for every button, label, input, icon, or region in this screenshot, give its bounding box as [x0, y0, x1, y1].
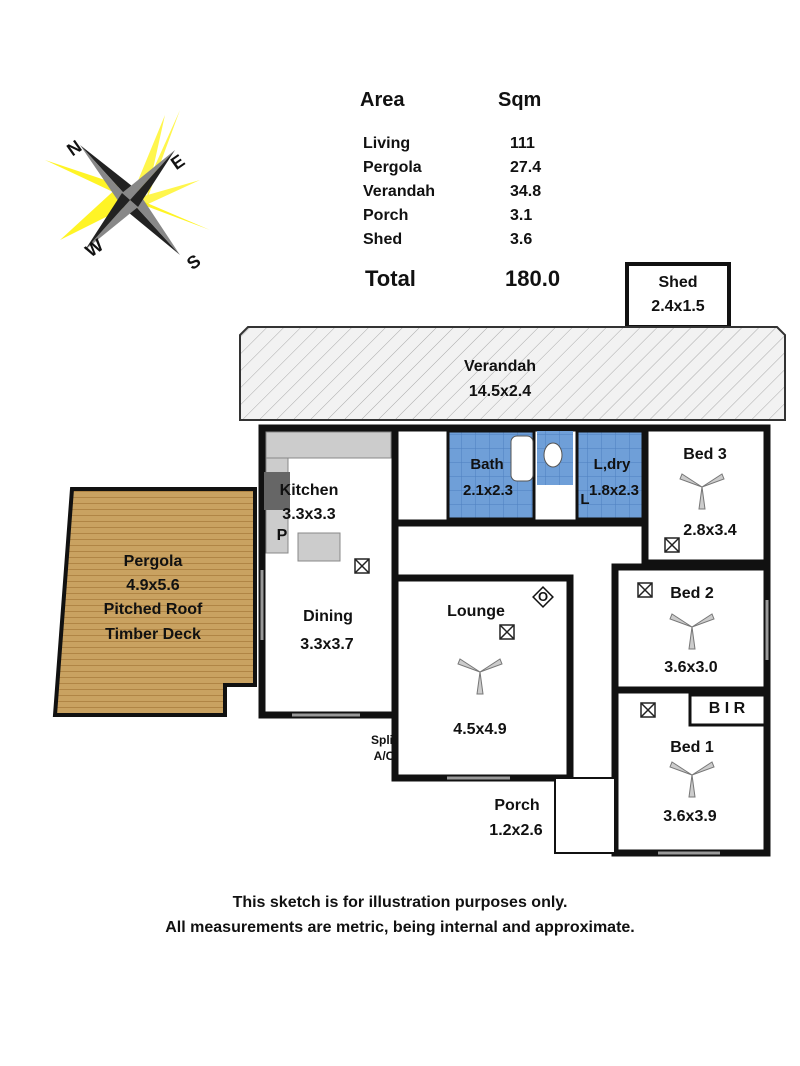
heater-label: O — [537, 589, 549, 604]
bed3-size: 2.8x3.4 — [683, 522, 737, 539]
pantry-label: P — [276, 527, 288, 544]
windows — [260, 570, 769, 855]
ceiling-fan-icon — [679, 473, 725, 510]
bir-label: B I R — [708, 700, 746, 717]
sqm-header: Sqm — [498, 89, 542, 111]
pergola-note: Pitched Roof — [103, 601, 203, 618]
kitchen-size: 3.3x3.3 — [282, 506, 336, 523]
dining-size: 3.3x3.7 — [300, 636, 354, 653]
verandah-area — [239, 326, 786, 421]
porch-name: Porch — [494, 797, 540, 814]
lounge-name: Lounge — [447, 603, 505, 620]
total-label: Total — [365, 266, 416, 291]
heater-icon — [532, 586, 554, 608]
disclaimer-line-1: This sketch is for illustration purposes… — [232, 894, 568, 911]
pergola-note: Timber Deck — [105, 626, 201, 643]
light-icon — [640, 702, 656, 718]
row-name: Shed — [363, 231, 403, 248]
bed2-name: Bed 2 — [670, 585, 714, 602]
row-name: Porch — [363, 207, 409, 224]
verandah-size: 14.5x2.4 — [468, 383, 532, 400]
bir-wardrobe — [688, 693, 767, 727]
shed-name: Shed — [658, 274, 698, 291]
kitchen-name: Kitchen — [279, 482, 339, 499]
bathtub-icon — [510, 435, 534, 482]
total-value: 180.0 — [505, 266, 561, 291]
ceiling-fan-icon — [669, 761, 715, 798]
row-sqm: 3.1 — [510, 207, 533, 224]
row-sqm: 111 — [510, 135, 535, 152]
row-sqm: 3.6 — [510, 231, 533, 248]
light-icon — [499, 624, 515, 640]
bed1-name: Bed 1 — [670, 739, 714, 756]
porch-size: 1.2x2.6 — [489, 822, 543, 839]
area-header: Area — [360, 89, 405, 111]
light-icon — [637, 582, 653, 598]
bed1-size: 3.6x3.9 — [663, 808, 717, 825]
ceiling-fan-icon — [669, 613, 715, 650]
laundry-size: 1.8x2.3 — [588, 482, 640, 499]
disclaimer-line-2: All measurements are metric, being inter… — [165, 919, 635, 936]
kitchen-island — [297, 532, 341, 562]
toilet-icon — [543, 442, 563, 468]
row-name: Living — [363, 135, 411, 152]
row-sqm: 34.8 — [510, 183, 542, 200]
pergola-deck — [52, 487, 257, 717]
kitchen-bench — [265, 431, 392, 459]
bath-name: Bath — [470, 456, 504, 473]
laundry-name: L,dry — [593, 456, 631, 473]
row-sqm: 27.4 — [510, 159, 542, 176]
light-icon — [664, 537, 680, 553]
light-icon — [354, 558, 370, 574]
lounge-size: 4.5x4.9 — [453, 721, 507, 738]
bed3-name: Bed 3 — [683, 446, 727, 463]
row-name: Verandah — [363, 183, 436, 200]
pergola-size: 4.9x5.6 — [126, 577, 180, 594]
split-ac-label: A/C — [373, 749, 395, 763]
laundry-floor — [575, 429, 645, 521]
verandah-name: Verandah — [463, 358, 537, 375]
dining-name: Dining — [303, 608, 353, 625]
ceiling-fan-icon — [457, 658, 503, 695]
bath-size: 2.1x2.3 — [462, 482, 514, 499]
pergola-name: Pergola — [123, 553, 183, 570]
shed-size: 2.4x1.5 — [651, 298, 705, 315]
linen-label: L — [580, 491, 590, 508]
split-ac-label: Split — [371, 733, 397, 747]
cooktop-icon — [264, 472, 290, 510]
compass-rose-icon — [45, 110, 210, 255]
bed2-size: 3.6x3.0 — [664, 659, 718, 676]
row-name: Pergola — [363, 159, 422, 176]
